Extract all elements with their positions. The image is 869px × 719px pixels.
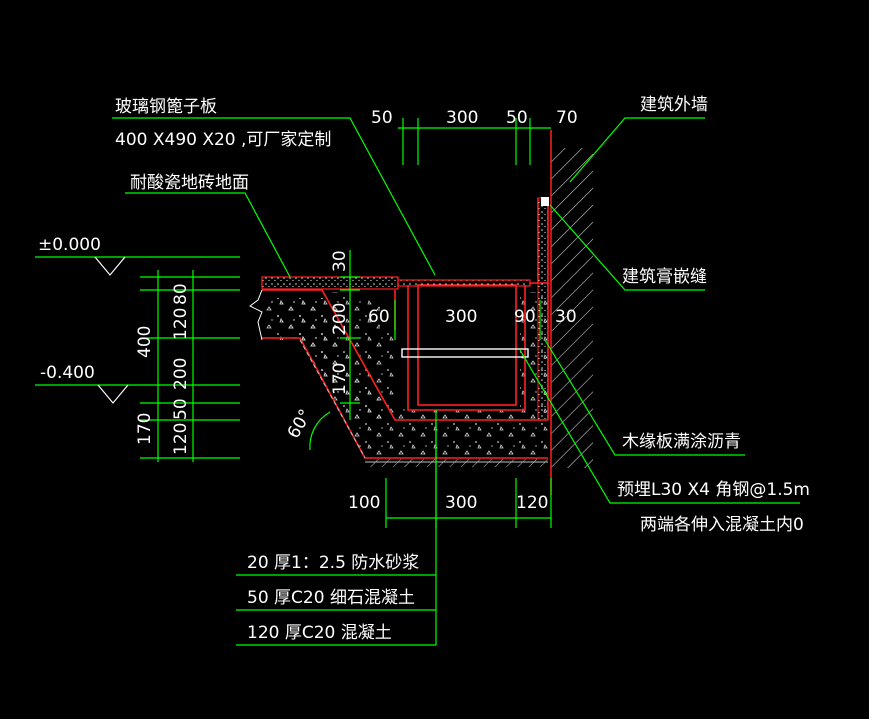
dim-left-400: 400 [135,326,155,358]
dim-mid-200: 200 [330,303,350,335]
dim-inner-300: 300 [445,307,477,327]
ground-hatch [368,459,548,467]
dim-inner-60: 60 [368,307,390,327]
base-slab [300,335,548,458]
dim-top-50a: 50 [371,108,393,128]
concrete-body [262,292,548,420]
dim-bottom-300: 300 [445,493,477,513]
structure [249,130,593,495]
green-lines [35,117,800,646]
dim-left-120a: 120 [171,308,191,340]
elevation-top: ±0.000 [38,235,101,255]
break-line [249,289,263,341]
dim-mid-170: 170 [330,363,350,395]
left-block [262,298,325,340]
joint-label: 建筑膏嵌缝 [622,266,707,287]
angle-steel-bar [401,348,529,358]
dim-top-70: 70 [556,108,578,128]
layer-note-1: 20 厚1：2.5 防水砂浆 [247,553,419,573]
grate-name-label: 玻璃钢篦子板 [115,97,217,117]
dim-left-80: 80 [171,283,191,305]
grate-spec-label: 400 X490 X20 ,可厂家定制 [115,130,331,150]
embed-note-label: 两端各伸入混凝土内0 [640,515,804,535]
layer-note-2: 50 厚C20 细石混凝土 [247,588,415,608]
dim-left-170: 170 [135,413,155,445]
angle-steel-label: 预埋L30 X4 角钢@1.5m [617,480,810,500]
dim-left-120b: 120 [171,423,191,455]
labels: 玻璃钢篦子板 400 X490 X20 ,可厂家定制 耐酸瓷地砖地面 建筑外墙 … [38,95,810,643]
layer-note-3: 120 厚C20 混凝土 [247,623,392,643]
sealant-block [541,197,549,206]
dim-bottom-100: 100 [348,493,380,513]
dim-left-50: 50 [171,398,191,420]
dim-left-200: 200 [171,358,191,390]
elevation-bottom: -0.400 [40,363,95,383]
board-label: 木缘板满涂沥青 [622,432,741,452]
dim-inner-30: 30 [555,307,577,327]
tile-floor-strip [261,276,399,290]
dim-bottom-120: 120 [516,493,548,513]
outer-wall-label: 建筑外墙 [640,95,708,115]
elev-marker-top [94,256,126,276]
grate-cover [397,279,531,287]
tile-floor-label: 耐酸瓷地砖地面 [130,173,249,193]
dim-mid-30: 30 [330,250,350,272]
elev-marker-bottom [97,384,129,404]
dim-top-300: 300 [446,108,478,128]
dim-inner-90: 90 [514,307,536,327]
dim-top-50b: 50 [506,108,528,128]
